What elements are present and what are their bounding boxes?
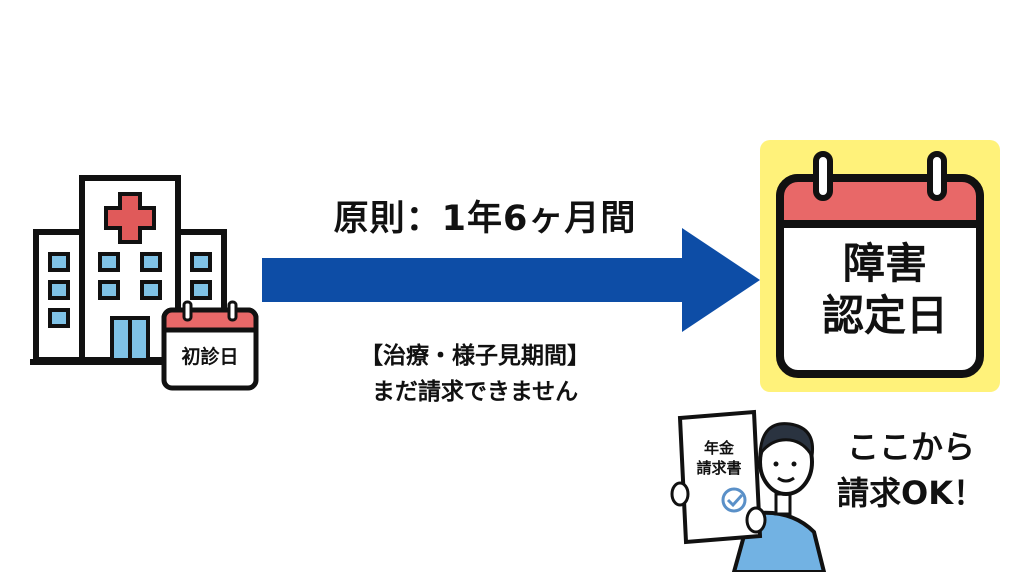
claim-message-line-2: 請求OK！ — [836, 474, 985, 512]
first-visit-label: 初診日 — [181, 346, 239, 368]
first-visit-calendar-icon — [161, 300, 259, 391]
goal-label-line-2: 認定日 — [821, 291, 948, 340]
person-with-form-icon — [670, 409, 827, 572]
waiting-period-note: 【治療・様子見期間】 まだ請求できません — [310, 338, 640, 410]
arrow-label: 原則：1年6ヶ月間 — [333, 199, 637, 239]
pension-form-text: 年金 請求書 — [684, 438, 754, 478]
claim-ok-message: ここから 請求OK！ — [826, 424, 996, 516]
goal-label-line-1: 障害 — [842, 239, 927, 288]
note-line-1: 【治療・様子見期間】 — [360, 343, 590, 369]
note-line-2: まだ請求できません — [371, 379, 579, 405]
timeline-arrow — [262, 228, 760, 332]
form-line-1: 年金 — [703, 439, 734, 457]
calendar-icon — [776, 151, 984, 378]
goal-label: 障害 認定日 — [780, 238, 990, 342]
form-line-2: 請求書 — [696, 459, 742, 477]
claim-message-line-1: ここから — [846, 428, 975, 466]
